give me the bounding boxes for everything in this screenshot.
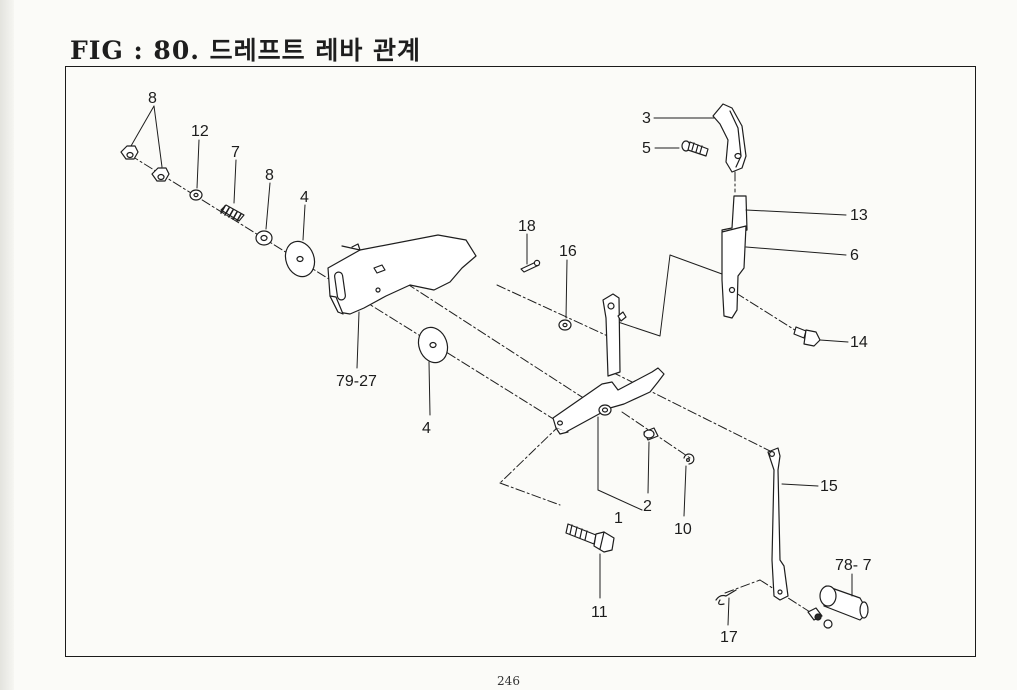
part-4-washer-upper [284, 240, 316, 278]
label-part-1: 1 [614, 510, 623, 527]
label-part-9: 8 [148, 90, 157, 107]
part-7-spring [220, 204, 245, 222]
page-number: 246 [497, 674, 520, 688]
label-part-16: 16 [559, 243, 577, 260]
label-part-15: 15 [820, 478, 838, 495]
label-part-4-lower: 4 [422, 420, 431, 437]
label-part-6: 6 [850, 247, 859, 264]
figure-title: FIG : 80. 드레프트 레바 관계 [70, 36, 422, 65]
assembly-center-lines [129, 154, 811, 613]
part-78-7-shaft-arm [807, 585, 869, 629]
link-leader-zigzag [617, 254, 723, 337]
part-14-screw [793, 326, 821, 347]
label-part-5: 5 [642, 140, 651, 157]
part-12-ring [189, 189, 203, 201]
diagram-frame [65, 66, 976, 657]
label-part-18: 18 [518, 218, 536, 235]
part-8-washer [255, 230, 273, 246]
label-part-2: 2 [643, 498, 652, 515]
label-part-12: 12 [191, 123, 209, 140]
label-part-13: 13 [850, 207, 868, 224]
label-part-7: 7 [231, 144, 240, 161]
scan-edge [0, 0, 14, 690]
part-11-bolt [565, 523, 615, 553]
part-6-rod [721, 225, 747, 319]
label-part-4-upper: 4 [300, 189, 309, 206]
part-5-screw [681, 140, 709, 157]
label-part-14: 14 [850, 334, 868, 351]
label-part-79-27: 79-27 [336, 373, 377, 390]
label-part-10: 10 [674, 521, 692, 538]
label-part-3: 3 [642, 110, 651, 127]
label-part-8: 8 [265, 167, 274, 184]
part-17-spring-clip [715, 589, 737, 606]
label-part-17: 17 [720, 629, 738, 646]
part-3-handle-grip [712, 103, 747, 173]
pivot-boss [598, 404, 612, 416]
leader-lines [130, 105, 853, 626]
part-16-washer [558, 319, 572, 331]
part-15-link-rod [767, 447, 789, 601]
part-10-snap-ring [683, 453, 695, 465]
part-18-split-pin [520, 259, 541, 273]
part-79-27-mounting-plate [327, 234, 477, 315]
label-part-11: 11 [591, 604, 608, 621]
part-1-draft-lever [552, 293, 665, 435]
part-labels: 8 12 7 8 4 79-27 4 18 16 1 2 10 11 3 5 1… [148, 90, 872, 646]
part-4-washer-lower [417, 326, 449, 364]
part-9-nuts [120, 145, 170, 182]
part-2-collar [643, 427, 659, 441]
label-part-78-7: 78- 7 [835, 557, 872, 574]
